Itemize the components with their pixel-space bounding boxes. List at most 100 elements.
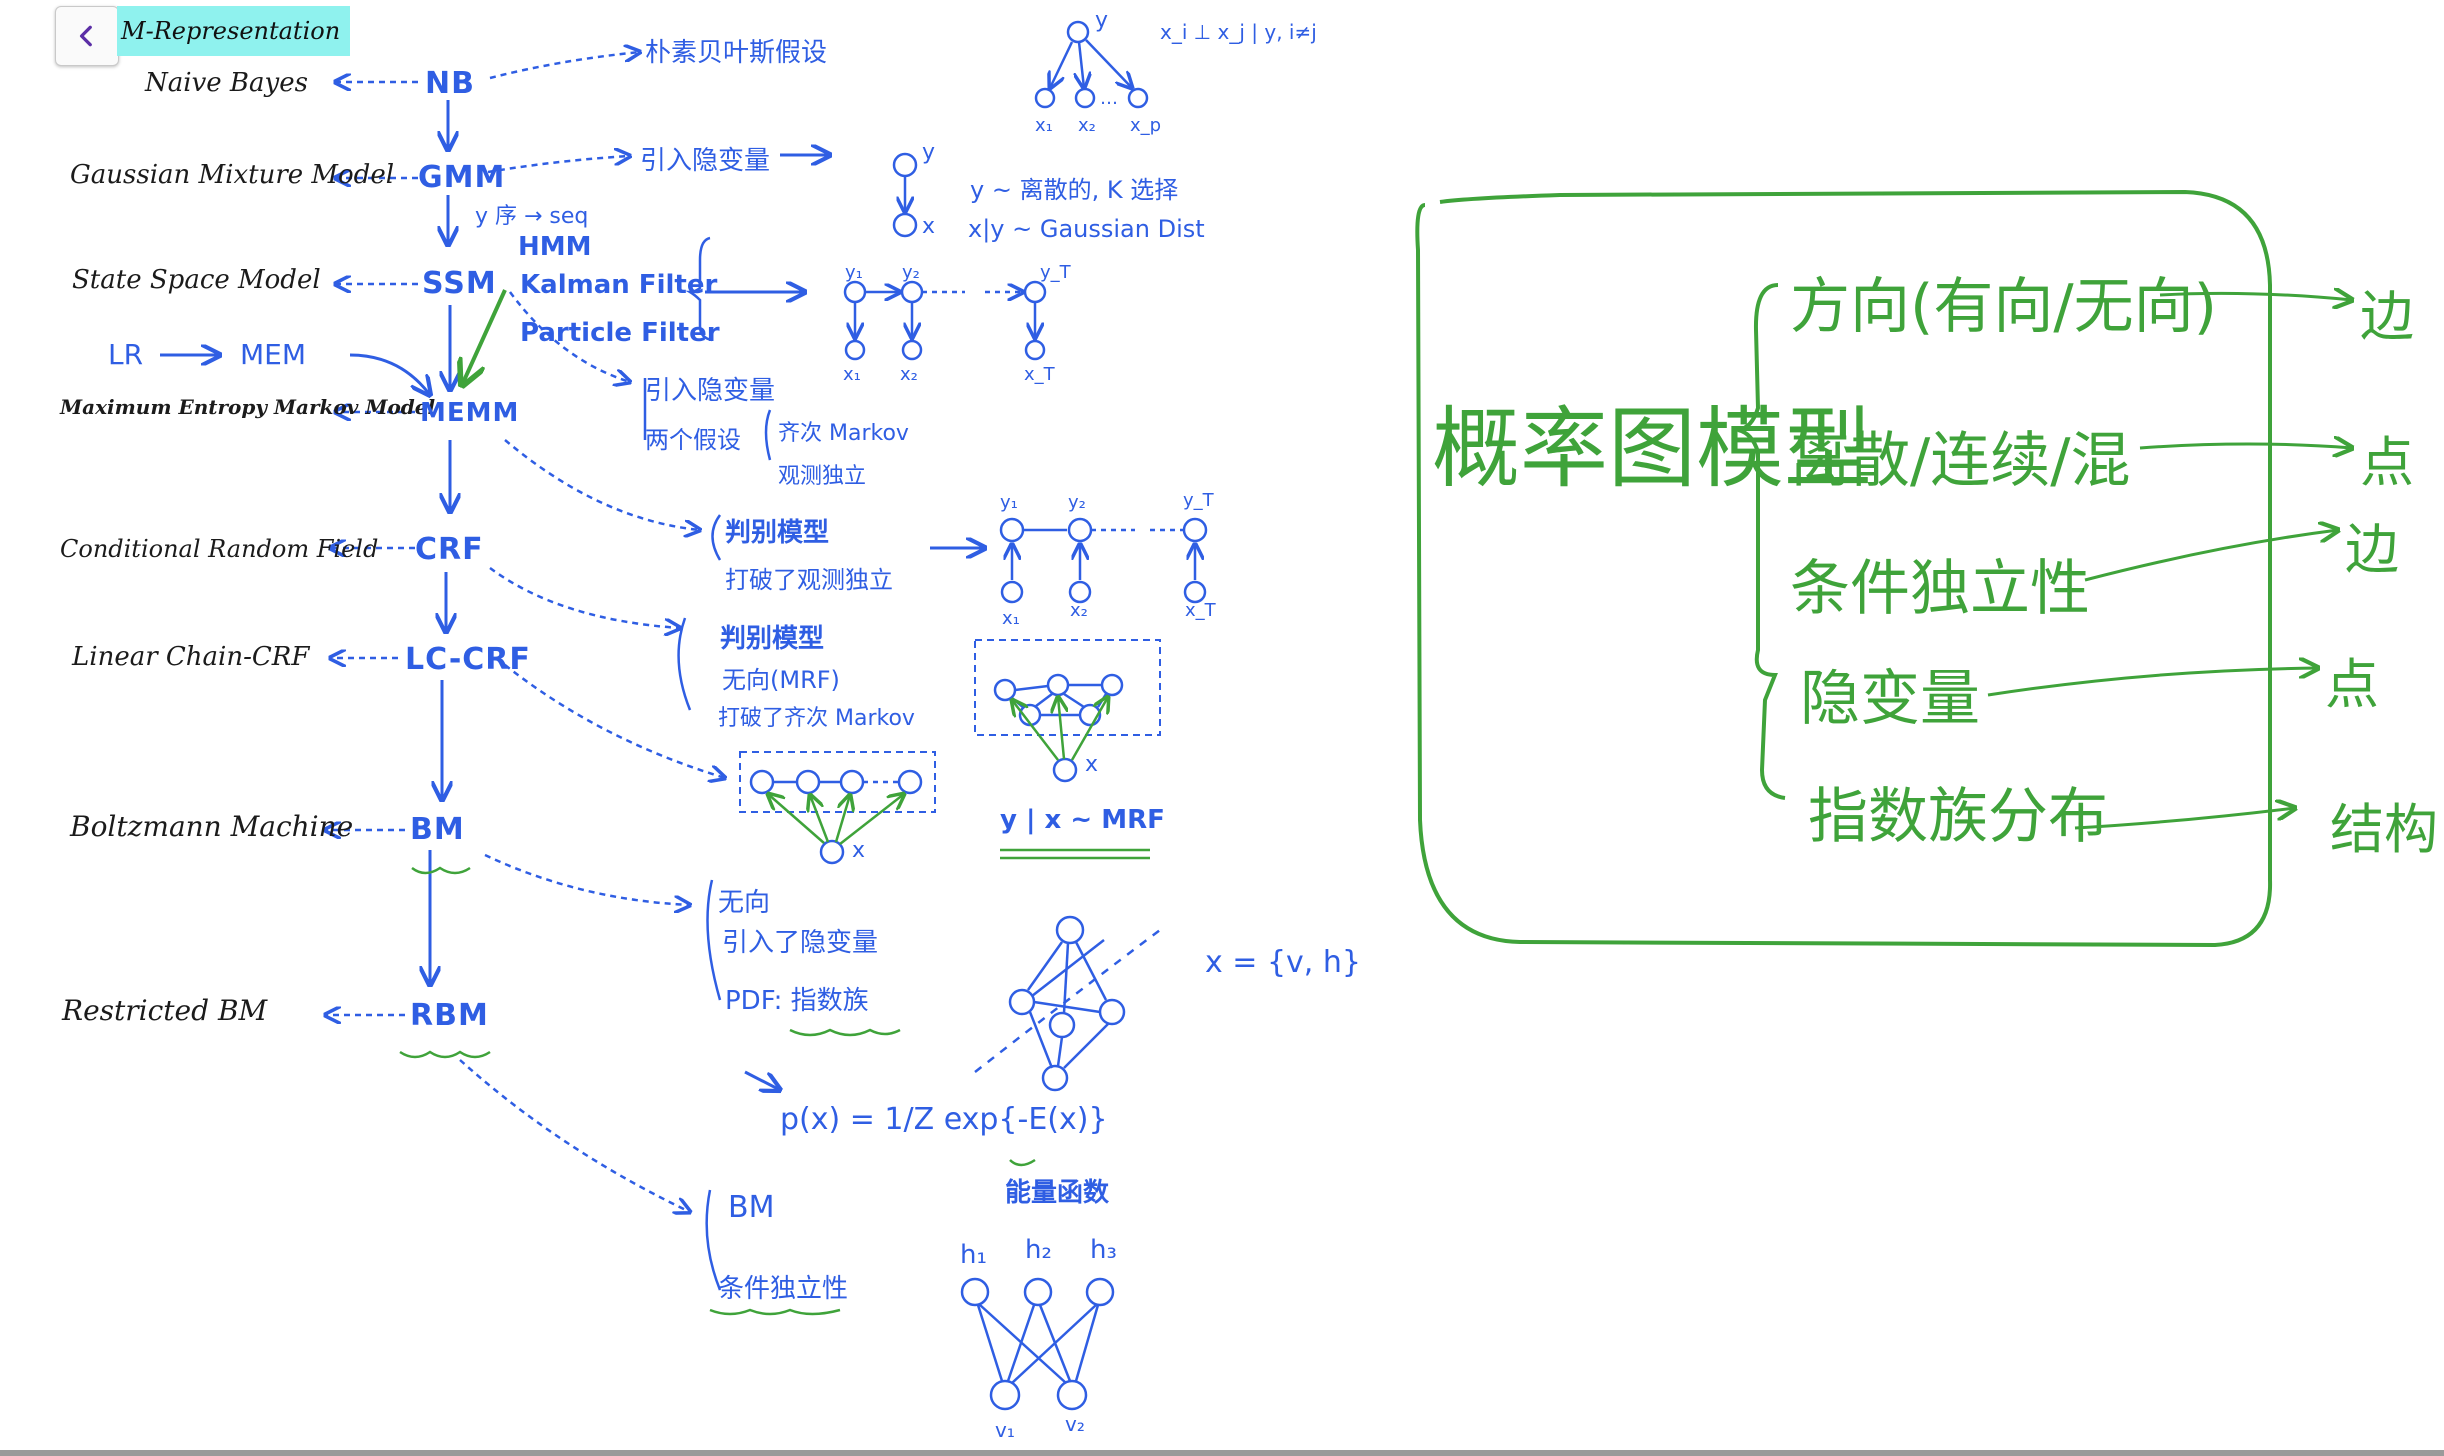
label-bm: Boltzmann Machine [70, 810, 354, 843]
node-crf: CRF [415, 532, 484, 567]
note-nb-cond: x_i ⊥ x_j | y, i≠j [1160, 20, 1317, 44]
nb-dots-label: … [1100, 88, 1118, 109]
ssm-yT-label: y_T [1040, 262, 1071, 283]
note-kalman: Kalman Filter [520, 270, 718, 300]
note-hmm: HMM [518, 232, 592, 262]
note-lc-disc: 判别模型 [720, 624, 825, 654]
right-dashed-arrows [459, 52, 725, 1212]
note-x-vh: x = {v, h} [1205, 945, 1361, 980]
note-lc-break: 打破了齐次 Markov [718, 706, 915, 731]
left-dashed-arrows [325, 82, 418, 1015]
chevron-left-icon [79, 25, 92, 47]
note-energy: 能量函数 [1005, 1178, 1110, 1208]
note-rbm-bm: BM [728, 1190, 775, 1225]
crf-x1-label: x₁ [1002, 608, 1020, 629]
summary-item-direction: 方向(有向/无向) [1790, 272, 2218, 342]
mrf-x-label: x [1085, 752, 1099, 777]
summary-title: 概率图模型 [1432, 397, 1873, 500]
note-px-formula: p(x) = 1/Z exp{-E(x)} [780, 1102, 1108, 1137]
solid-blue-arrows [705, 155, 985, 1090]
nb-x1-label: x₁ [1035, 115, 1053, 136]
mrf-graph [974, 639, 1161, 783]
gmm-y-label: y [922, 140, 936, 165]
note-memm-latent: 引入隐变量 [645, 376, 776, 406]
note-mrf-label: y | x ~ MRF [1000, 805, 1165, 835]
nb-graph [1034, 20, 1149, 109]
note-bm-latent: 引入了隐变量 [722, 928, 879, 958]
ssm-y2-label: y₂ [902, 262, 920, 283]
rbm-v1-label: v₁ [995, 1418, 1015, 1442]
mem-memm-arrow [349, 353, 430, 395]
label-crf: Conditional Random Field [60, 535, 379, 563]
note-gmm-y: y ~ 离散的, K 选择 [970, 176, 1179, 204]
blue-braces [643, 236, 772, 1291]
note-lc-undir: 无向(MRF) [722, 666, 840, 694]
green-underlines [399, 848, 1150, 1316]
gmm-x-label: x [922, 214, 936, 239]
summary-target-edge-2: 边 [2345, 518, 2399, 581]
note-bm-undir: 无向 [718, 888, 771, 918]
note-memm-obs: 观测独立 [778, 464, 867, 489]
label-ssm: State Space Model [72, 265, 321, 295]
nb-y-label: y [1095, 8, 1109, 33]
ssm-y1-label: y₁ [845, 262, 863, 283]
lc-x-label: x [852, 838, 866, 863]
node-bm: BM [410, 812, 465, 847]
back-button[interactable] [55, 6, 119, 66]
node-nb: NB [425, 66, 475, 101]
label-gmm: Gaussian Mixture Model [70, 160, 395, 190]
nb-x2-label: x₂ [1078, 115, 1096, 136]
note-memm-markov: 齐次 Markov [778, 421, 909, 446]
rbm-graph [960, 1277, 1115, 1411]
rbm-v2-label: v₂ [1065, 1412, 1085, 1436]
label-naive-bayes: Naive Bayes [145, 68, 308, 98]
rbm-h2-label: h₂ [1025, 1235, 1052, 1265]
rbm-h1-label: h₁ [960, 1240, 987, 1270]
note-gmm-xy: x|y ~ Gaussian Dist [968, 215, 1205, 243]
note-crf-break: 打破了观测独立 [725, 566, 893, 594]
bottom-scrollbar[interactable] [0, 1450, 2444, 1456]
bm-graph [974, 915, 1161, 1092]
page-title: M-Representation [117, 6, 351, 56]
crf-x2-label: x₂ [1070, 600, 1088, 621]
label-rbm: Restricted BM [62, 994, 268, 1027]
node-lc-crf: LC-CRF [405, 642, 531, 677]
gmm-graph [892, 152, 918, 238]
summary-target-node-1: 点 [2360, 431, 2414, 494]
note-memm-two: 两个假设 [645, 426, 741, 454]
mem-label: MEM [240, 338, 307, 371]
summary-item-cond-indep: 条件独立性 [1790, 554, 2090, 624]
summary-box [1415, 189, 2273, 948]
summary-item-latent: 隐变量 [1800, 664, 1980, 734]
summary-item-expfamily: 指数族分布 [1808, 782, 2108, 852]
note-crf-disc: 判别模型 [725, 518, 830, 548]
label-memm: Maximum Entropy Markov Model [60, 395, 436, 419]
rbm-h3-label: h₃ [1090, 1235, 1117, 1265]
summary-arrows [1987, 293, 2352, 830]
crf-xT-label: x_T [1185, 600, 1216, 621]
ssm-xT-label: x_T [1024, 364, 1055, 385]
ssm-graph [843, 280, 1047, 361]
node-gmm: GMM [418, 160, 506, 195]
crf-y1-label: y₁ [1000, 492, 1018, 513]
note-rbm-cond: 条件独立性 [718, 1274, 849, 1304]
ssm-x1-label: x₁ [843, 364, 861, 385]
nb-xp-label: x_p [1130, 115, 1162, 136]
summary-target-node-2: 点 [2325, 653, 2379, 716]
node-rbm: RBM [410, 998, 489, 1033]
crf-y2-label: y₂ [1068, 492, 1086, 513]
lc-crf-graph [739, 751, 936, 865]
note-particle: Particle Filter [520, 318, 720, 348]
lr-label: LR [108, 338, 144, 371]
crf-yT-label: y_T [1183, 490, 1214, 511]
note-bm-pdf: PDF: 指数族 [725, 986, 869, 1016]
node-memm: MEMM [420, 398, 520, 428]
note-seq: y 序 → seq [475, 204, 589, 229]
summary-target-structure: 结构 [2330, 798, 2438, 861]
node-ssm: SSM [422, 266, 497, 301]
ssm-x2-label: x₂ [900, 364, 918, 385]
summary-target-edge-1: 边 [2360, 285, 2414, 348]
note-gmm-latent: 引入隐变量 [640, 146, 771, 176]
label-lc-crf: Linear Chain-CRF [72, 642, 310, 672]
